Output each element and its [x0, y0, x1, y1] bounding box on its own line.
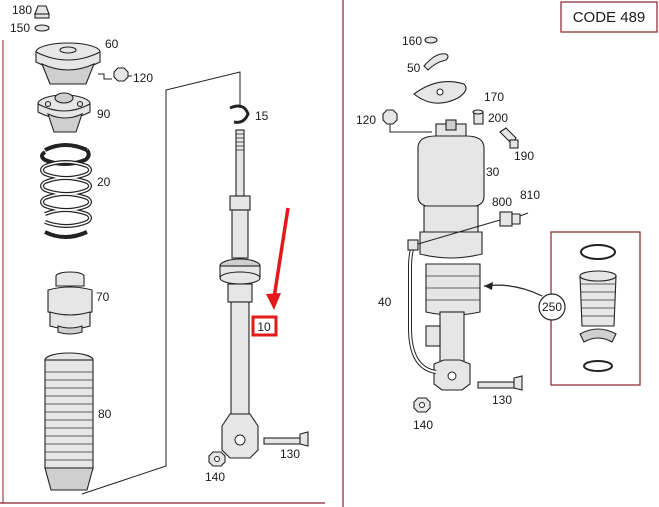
- valve-190: [499, 127, 519, 149]
- label-90: 90: [97, 107, 111, 121]
- label-20: 20: [97, 175, 111, 189]
- bump-stop-70: [47, 271, 93, 335]
- code-box: CODE 489: [560, 1, 658, 33]
- label-150: 150: [10, 21, 30, 35]
- label-70: 70: [96, 290, 110, 304]
- code-label: CODE 489: [573, 9, 646, 26]
- label-120-left: 120: [133, 71, 153, 85]
- callout-250: [538, 293, 566, 321]
- top-mount-60: [35, 42, 101, 85]
- spring-seat-90: [37, 92, 91, 133]
- label-80: 80: [98, 407, 112, 421]
- dust-boot-80: [44, 352, 94, 491]
- label-180: 180: [12, 3, 32, 17]
- label-160: 160: [402, 34, 422, 48]
- label-130-right: 130: [492, 393, 512, 407]
- leader-120: [98, 73, 112, 80]
- label-140-right: 140: [413, 418, 433, 432]
- arrow-to-250: [483, 282, 543, 297]
- label-130-left: 130: [280, 447, 300, 461]
- label-810: 810: [520, 188, 540, 202]
- plate-170: [413, 81, 467, 104]
- highlight-box-10: [251, 315, 278, 337]
- washer-160: [424, 36, 438, 44]
- label-10: 10: [257, 320, 271, 334]
- red-arrow: [266, 207, 290, 310]
- label-120-right: 120: [356, 113, 376, 127]
- nut-140-right: [413, 397, 431, 413]
- shock-absorber-10: [219, 129, 261, 459]
- label-50: 50: [407, 61, 421, 75]
- nut-180: [34, 5, 50, 19]
- kit-250-parts: [579, 244, 617, 372]
- air-strut-30: [417, 119, 485, 391]
- bolt-130-right: [477, 375, 523, 391]
- bracket-50: [423, 53, 449, 71]
- label-30: 30: [486, 165, 500, 179]
- leader-120-right: [389, 124, 432, 133]
- label-170: 170: [484, 90, 504, 104]
- label-200: 200: [488, 111, 508, 125]
- label-140-left: 140: [205, 470, 225, 484]
- nut-120-left: [113, 67, 132, 82]
- bolt-130-left: [263, 431, 309, 447]
- label-190: 190: [514, 149, 534, 163]
- nut-140-left: [208, 451, 226, 467]
- fitting-200: [472, 109, 484, 125]
- sensor-800-810: [499, 211, 529, 227]
- washer-150: [34, 24, 50, 32]
- air-line-40: [407, 219, 501, 374]
- label-800: 800: [492, 195, 512, 209]
- label-15: 15: [255, 109, 269, 123]
- label-250: 250: [542, 300, 562, 314]
- label-40: 40: [378, 295, 392, 309]
- nut-120-right: [382, 109, 398, 125]
- label-60: 60: [105, 37, 119, 51]
- group-bracket: [81, 71, 241, 495]
- clip-15: [229, 104, 250, 124]
